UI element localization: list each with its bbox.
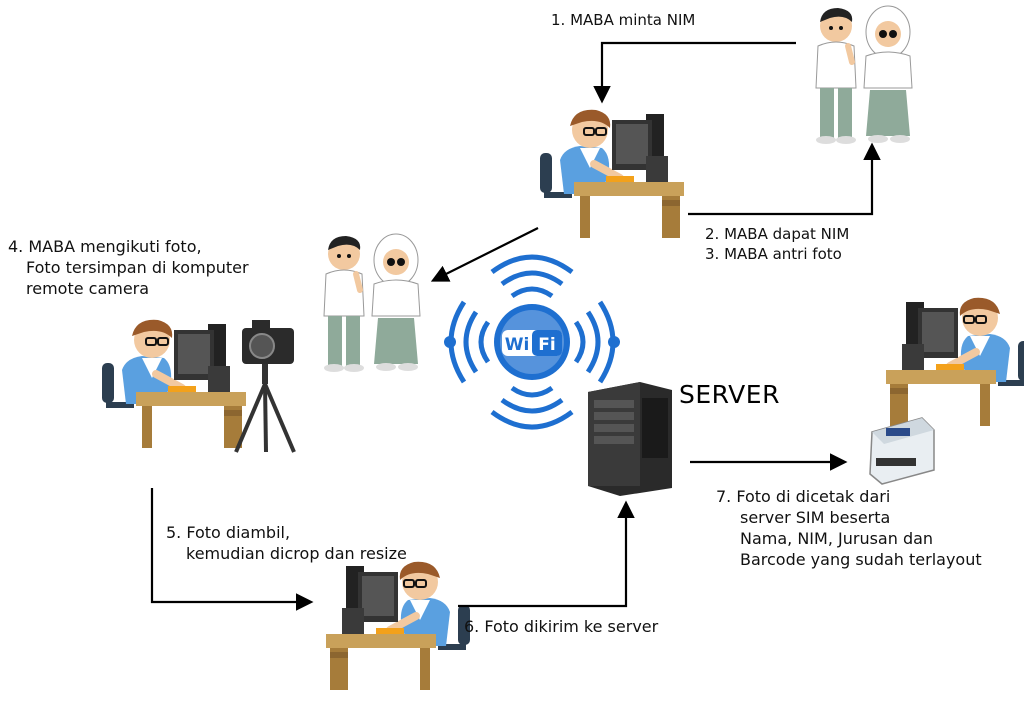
server-label: SERVER — [679, 380, 780, 409]
wifi-text-fi: Fi — [538, 335, 555, 355]
wifi-icon: Wi Fi — [444, 254, 620, 430]
camera-tripod-icon — [234, 320, 296, 453]
step5-line2: kemudian dicrop dan resize — [186, 544, 407, 563]
arrow-step6 — [458, 500, 635, 608]
operator-registration — [540, 110, 684, 238]
operator-printing — [886, 298, 1024, 426]
step4-line3: remote camera — [26, 279, 150, 298]
step1-label: 1. MABA minta NIM — [551, 11, 696, 29]
step4-label: 4. MABA mengikuti foto, Foto tersimpan d… — [8, 236, 249, 299]
step3-label: 3. MABA antri foto — [705, 245, 842, 263]
operator-cropping — [326, 562, 470, 690]
server-icon — [588, 382, 672, 496]
step5-line1: 5. Foto diambil, — [166, 523, 291, 542]
step4-line2: Foto tersimpan di komputer — [26, 258, 249, 277]
arrow-step1 — [593, 41, 796, 104]
step7-line3: Nama, NIM, Jurusan dan — [740, 529, 934, 548]
step6-label: 6. Foto dikirim ke server — [464, 617, 659, 636]
step7-line1: 7. Foto di dicetak dari — [716, 487, 891, 506]
step7-label: 7. Foto di dicetak dari server SIM beser… — [716, 486, 982, 570]
wifi-text-wi: Wi — [505, 335, 530, 355]
operator-camera — [102, 320, 246, 448]
arrow-step3 — [430, 227, 539, 282]
students-middle — [324, 234, 420, 372]
step5-label: 5. Foto diambil, kemudian dicrop dan res… — [166, 522, 407, 564]
step7-line4: Barcode yang sudah terlayout — [740, 550, 982, 569]
arrow-step2 — [688, 142, 881, 216]
step2-label: 2. MABA dapat NIM — [705, 225, 850, 243]
card-printer-icon — [869, 417, 935, 485]
step7-line2: server SIM beserta — [740, 508, 891, 527]
arrow-step5 — [150, 488, 314, 611]
step4-line1: 4. MABA mengikuti foto, — [8, 237, 202, 256]
students-top-right — [816, 6, 912, 144]
